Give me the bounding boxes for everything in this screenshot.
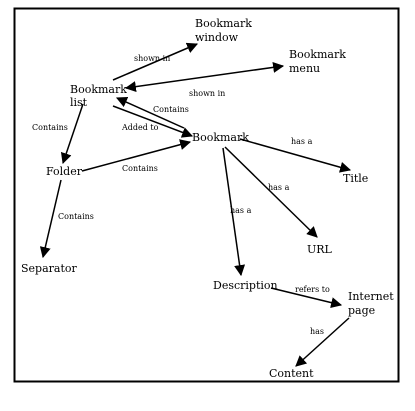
edge-bookmark-to-title <box>239 138 352 173</box>
edge-internet-to-content <box>295 317 350 367</box>
edge-label-list-window: shown in <box>134 54 170 63</box>
edge-folder-to-bookmark <box>81 139 192 172</box>
edge-folder-to-separator <box>39 179 62 259</box>
node-separator: Separator <box>21 262 78 275</box>
edge-list-to-folder <box>60 103 84 165</box>
node-description: Description <box>213 279 278 292</box>
edge-label-list-menu: shown in <box>189 89 225 98</box>
edge-bookmark-to-list <box>115 97 185 129</box>
node-title: Title <box>343 172 368 185</box>
edge-bookmark-to-url <box>224 146 318 238</box>
edge-label-folder-separator: Contains <box>58 212 94 221</box>
edge-label-folder-bookmark: Contains <box>122 164 158 173</box>
edge-list-to-bookmark <box>112 105 194 138</box>
node-content: Content <box>269 367 314 380</box>
node-bookmark: Bookmark <box>192 131 249 144</box>
edge-label-bookmark-url: has a <box>268 183 290 192</box>
diagram-frame <box>13 7 400 383</box>
node-folder: Folder <box>46 165 83 178</box>
edge-label-bookmark-title: has a <box>291 137 313 146</box>
edge-label-bookmark-description: has a <box>230 206 252 215</box>
edge-label-list-folder: Contains <box>32 123 68 132</box>
node-bookmark-menu: Bookmark menu <box>289 48 349 75</box>
edge-list-to-menu <box>124 61 285 93</box>
node-bookmark-list: Bookmark list <box>70 83 130 109</box>
edge-label-description-internet: refers to <box>295 285 330 294</box>
edge-description-to-internet <box>270 287 343 309</box>
edge-label-bookmark-list-contains: Contains <box>153 105 189 114</box>
node-internet-page: Internet page <box>348 290 397 317</box>
edge-bookmark-to-description <box>222 147 246 277</box>
node-url: URL <box>307 243 333 256</box>
edge-label-internet-content: has <box>310 327 324 336</box>
node-bookmark-window: Bookmark window <box>195 17 255 44</box>
edge-label-list-added-to: Added to <box>121 123 159 132</box>
